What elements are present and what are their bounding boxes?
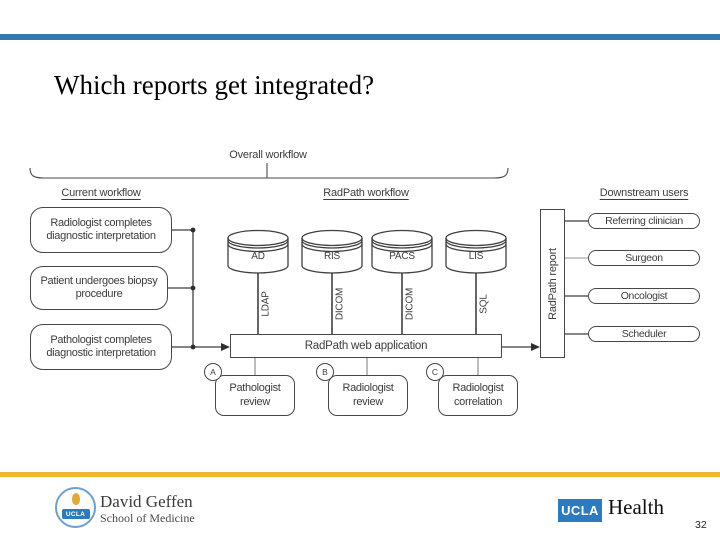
downstream-user-pill: Surgeon: [588, 250, 700, 266]
arrowhead: [531, 343, 540, 351]
downstream-user-pill: Referring clinician: [588, 213, 700, 229]
junction-dot: [190, 285, 196, 291]
review-badge: B: [316, 363, 334, 381]
webapp-box: RadPath web application: [230, 334, 502, 358]
ucla-seal-logo: UCLA: [55, 487, 96, 528]
ucla-health-logo-mark: UCLA: [558, 499, 602, 522]
current-step-label: Radiologist completes diagnostic interpr…: [46, 216, 156, 243]
protocol-lines: [257, 273, 477, 334]
review-stub-lines: [254, 358, 479, 376]
overall-workflow-label: Overall workflow: [229, 149, 307, 161]
db-label-ad: AD: [251, 251, 265, 262]
protocol-label-ldap: LDAP: [260, 291, 272, 317]
review-badge: A: [204, 363, 222, 381]
report-box: RadPath report: [540, 209, 565, 358]
protocol-label-dicom: DICOM: [334, 287, 346, 321]
downstream-user-label: Oncologist: [620, 290, 668, 302]
downstream-user-label: Referring clinician: [605, 215, 683, 227]
current-step-label: Pathologist completes diagnostic interpr…: [46, 333, 156, 360]
review-label: Radiologist correlation: [452, 382, 504, 408]
current-step-box: Patient undergoes biopsy procedure: [30, 266, 168, 310]
school-name-line1: David Geffen: [100, 492, 193, 511]
review-box: Pathologist review: [215, 375, 295, 416]
slide-title: Which reports get integrated?: [54, 70, 375, 100]
downstream-users-label: Downstream users: [599, 187, 689, 199]
downstream-user-label: Scheduler: [621, 328, 667, 340]
junction-dot: [190, 344, 196, 350]
protocol-label-dicom2: DICOM: [404, 287, 416, 321]
downstream-user-pill: Scheduler: [588, 326, 700, 342]
page-number: 32: [695, 519, 707, 531]
seal-banner: UCLA: [61, 509, 90, 519]
current-step-box: Radiologist completes diagnostic interpr…: [30, 207, 172, 253]
ucla-health-logo-text: Health: [608, 495, 664, 519]
top-accent-bar: [0, 34, 720, 40]
current-workflow-label: Current workflow: [61, 187, 141, 199]
review-badge: C: [426, 363, 444, 381]
current-step-box: Pathologist completes diagnostic interpr…: [30, 324, 172, 370]
current-step-label: Patient undergoes biopsy procedure: [40, 274, 158, 301]
db-label-pacs: PACS: [389, 251, 415, 262]
review-box: Radiologist review: [328, 375, 408, 416]
db-label-lis: LIS: [468, 251, 484, 262]
footer-accent-bar: [0, 472, 720, 477]
junction-dot: [190, 227, 196, 233]
webapp-label: RadPath web application: [304, 340, 428, 352]
review-label: Pathologist review: [229, 382, 281, 408]
downstream-user-pill: Oncologist: [588, 288, 700, 304]
radpath-workflow-label: RadPath workflow: [323, 187, 409, 199]
downstream-user-label: Surgeon: [625, 252, 663, 264]
report-to-user-lines: [565, 220, 588, 335]
arrowhead: [221, 343, 230, 351]
review-box: Radiologist correlation: [438, 375, 518, 416]
current-workflow-connectors: [167, 229, 221, 348]
school-name-line2: School of Medicine: [100, 511, 195, 525]
protocol-label-sql: SQL: [478, 294, 490, 314]
db-label-ris: RIS: [323, 251, 341, 262]
torch-icon: [71, 493, 80, 505]
overall-workflow-brace: [29, 163, 509, 179]
report-label: RadPath report: [546, 247, 559, 320]
review-label: Radiologist review: [342, 382, 394, 408]
